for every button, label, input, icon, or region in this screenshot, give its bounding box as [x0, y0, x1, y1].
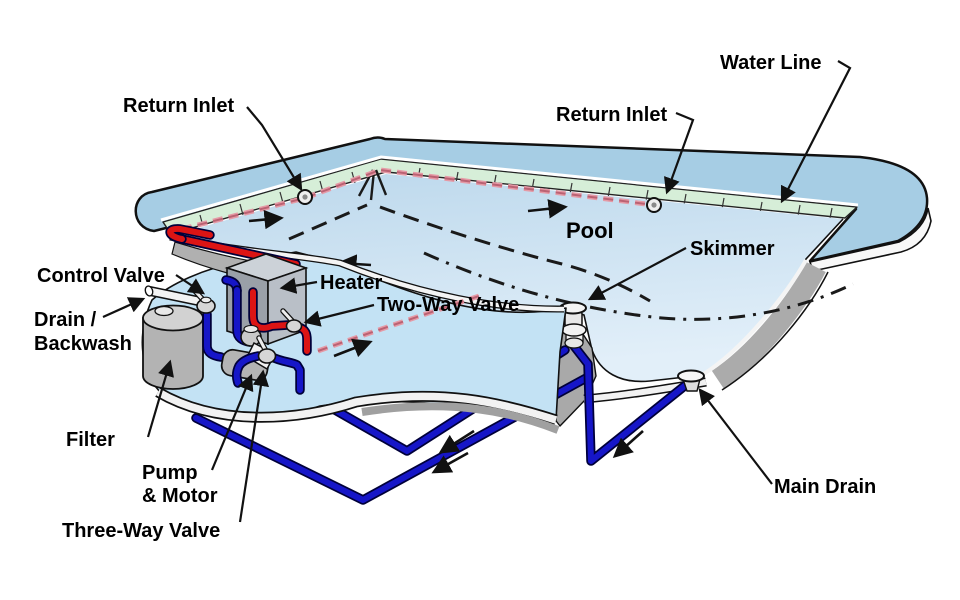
leader-return-inlet-left: [246, 106, 303, 192]
filter-pipes: [202, 309, 226, 362]
three-way-valve-fitting: [256, 335, 277, 364]
flow-arrows-suction: [431, 429, 644, 474]
label-return-inlet-right: Return Inlet: [556, 104, 667, 126]
pool-wall-section-right: [700, 259, 829, 391]
filter-tank: [142, 304, 204, 390]
drain-backwash-pipe: [144, 285, 208, 307]
label-water-line: Water Line: [720, 52, 822, 74]
leader-heater: [279, 277, 318, 294]
label-pump-motor-1: Pump: [142, 462, 198, 484]
label-pool: Pool: [566, 218, 614, 243]
return-inlet-left-fitting: [297, 189, 313, 205]
leader-skimmer: [587, 247, 687, 301]
leader-two-way-valve: [303, 303, 375, 327]
leader-three-way-valve: [238, 369, 270, 523]
label-main-drain: Main Drain: [774, 476, 876, 498]
label-two-way-valve: Two-Way Valve: [377, 294, 519, 316]
leader-pump-motor: [210, 373, 254, 471]
diagram-labels: Return Inlet Return Inlet Water Line Poo…: [34, 52, 876, 542]
label-control-valve: Control Valve: [37, 265, 165, 287]
label-drain-backwash-1: Drain /: [34, 309, 97, 331]
label-drain-backwash-2: Backwash: [34, 333, 132, 355]
leader-lines: [102, 60, 852, 523]
pool-deck: [134, 136, 932, 272]
label-pump-motor-2: & Motor: [142, 485, 218, 507]
leader-drain-backwash: [102, 297, 146, 319]
leader-main-drain: [698, 388, 773, 485]
main-drain-fitting: [677, 369, 705, 392]
label-return-inlet-left: Return Inlet: [123, 95, 234, 117]
water-flow-dashes: [288, 169, 854, 321]
deck-edge-thickness: [808, 207, 932, 272]
leader-water-line: [780, 60, 852, 204]
two-way-valve-fitting: [280, 308, 303, 333]
leader-return-inlet-right: [664, 111, 695, 195]
return-line-dashed-pad: [317, 292, 483, 358]
return-inlet-right-fitting: [646, 197, 662, 213]
leader-filter: [146, 359, 174, 438]
label-skimmer: Skimmer: [690, 238, 775, 260]
leader-control-valve: [175, 274, 206, 295]
return-line-dashed-pink: [181, 167, 655, 232]
skimmer-fitting: [559, 301, 587, 349]
label-filter: Filter: [66, 429, 115, 451]
label-heater: Heater: [320, 272, 382, 294]
pad-wall-gray-band: [361, 402, 560, 434]
label-three-way-valve: Three-Way Valve: [62, 520, 220, 542]
